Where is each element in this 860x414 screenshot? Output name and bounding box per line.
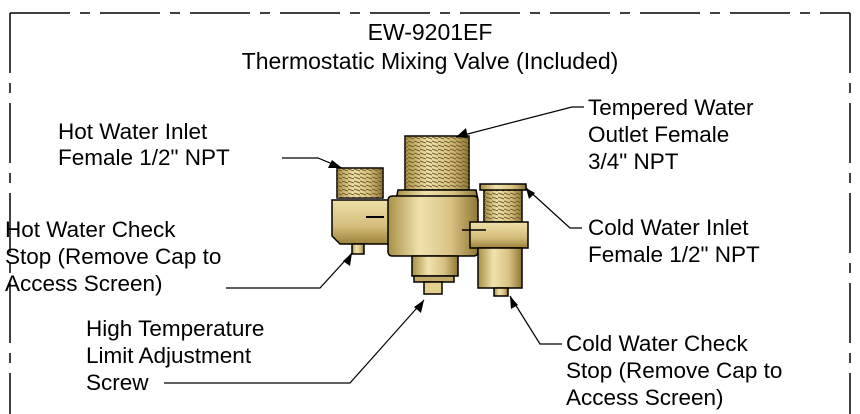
arrowhead-high-temp [414,300,424,313]
label-high-temp-line1: High Temperature [86,316,265,341]
label-high-temp-line3: Screw [86,370,149,395]
label-hot-check-line2: Stop (Remove Cap to [5,244,222,269]
arrowheads [328,128,535,313]
label-cold-inlet-line1: Cold Water Inlet [588,215,749,240]
label-tempered-outlet-line2: Outlet Female [588,122,730,147]
label-tempered-outlet-line1: Tempered Water [588,95,754,120]
label-hot-inlet-line1: Hot Water Inlet [58,119,208,144]
label-cold-check-line3: Access Screen) [566,385,724,410]
label-hot-check-line1: Hot Water Check [5,217,176,242]
arrowhead-hot-inlet [328,160,342,168]
center-housing [387,195,479,257]
arrowhead-cold-inlet [526,188,535,199]
label-cold-check-line2: Stop (Remove Cap to [566,358,783,383]
label-hot-inlet-line2: Female 1/2" NPT [58,145,230,170]
hot-check-cap [351,243,365,255]
border-frame [9,12,851,414]
label-tempered-outlet-line3: 3/4" NPT [588,149,679,174]
cold-arm [469,221,529,249]
label-cold-inlet-line2: Female 1/2" NPT [588,242,760,267]
cold-check-body [477,247,523,289]
label-high-temp-line2: Limit Adjustment [86,343,252,368]
arrowhead-cold-check [510,296,518,309]
label-hot-check-line3: Access Screen) [5,271,163,296]
arrowhead-hot-check [343,253,352,266]
arrowhead-tempered-outlet [456,128,468,138]
model-title: EW-9201EF [367,19,493,45]
leader-lines [164,106,584,384]
high-temp-housing [411,255,459,277]
diagram-subtitle: Thermostatic Mixing Valve (Included) [241,48,619,74]
cold-check-cap [493,287,509,297]
high-temp-screw [423,281,443,295]
label-cold-check-line1: Cold Water Check [566,331,748,356]
mixing-valve [331,135,529,297]
